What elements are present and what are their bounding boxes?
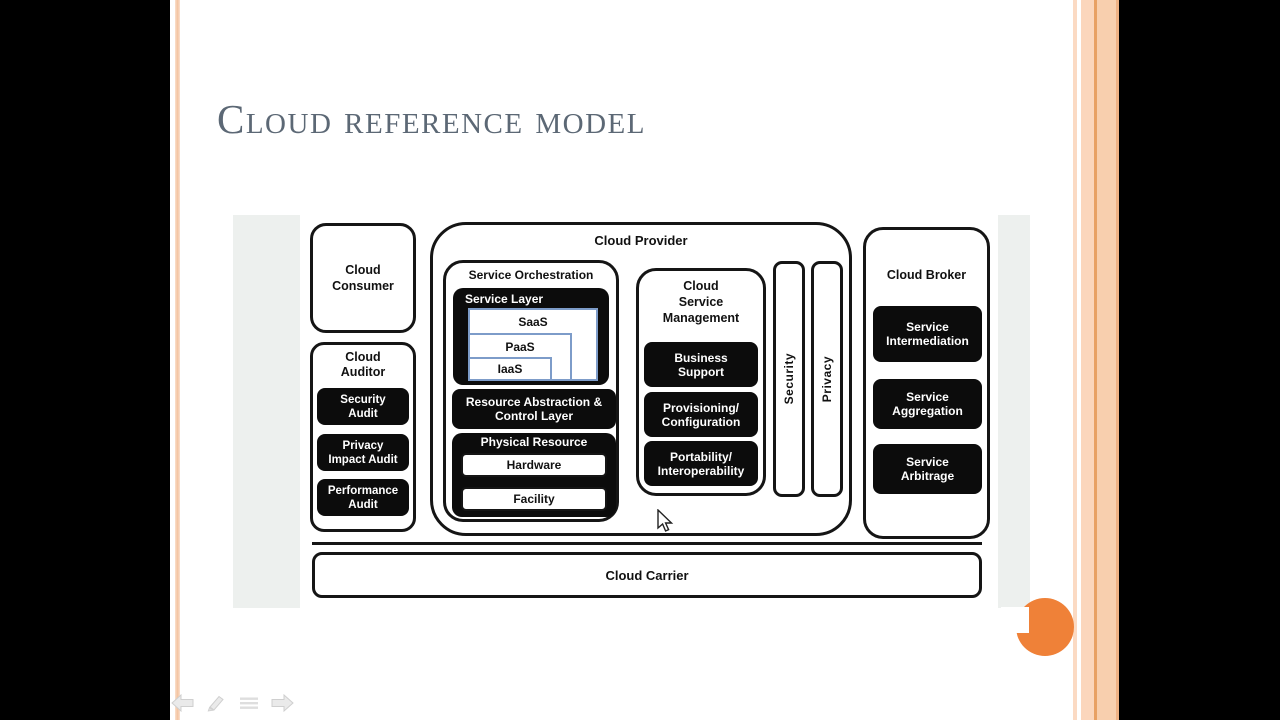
previous-slide-icon[interactable]: [170, 692, 195, 714]
cloud-provider-box: Cloud Provider Service Orchestration Ser…: [430, 222, 852, 536]
theme-stripe-left: [175, 0, 180, 720]
cloud-broker-label: Cloud Broker: [886, 268, 967, 282]
theme-stripe-right-3: [1094, 0, 1097, 720]
cloud-auditor-box: Cloud Auditor Security Audit Privacy Imp…: [310, 342, 416, 532]
cloud-consumer-box: Cloud Consumer: [310, 223, 416, 333]
cloud-carrier-label: Cloud Carrier: [605, 567, 689, 583]
mouse-cursor: [657, 509, 674, 532]
theme-stripe-right-1: [1073, 0, 1077, 720]
service-arbitrage-box: Service Arbitrage: [873, 444, 982, 494]
cloud-service-management-box: Cloud Service Management Business Suppor…: [636, 268, 766, 496]
pen-icon[interactable]: [203, 692, 228, 714]
privacy-bar: Privacy: [811, 261, 843, 497]
iaas-label: IaaS: [497, 362, 523, 376]
iaas-tier-box: IaaS: [468, 357, 552, 381]
security-bar: Security: [773, 261, 805, 497]
service-layer-label: Service Layer: [465, 292, 544, 306]
cloud-broker-box: Cloud Broker Service Intermediation Serv…: [863, 227, 990, 539]
cloud-provider-label: Cloud Provider: [594, 233, 688, 248]
provisioning-configuration-box: Provisioning/ Configuration: [644, 392, 758, 437]
cloud-consumer-label: Cloud Consumer: [332, 263, 394, 293]
service-aggregation-box: Service Aggregation: [873, 379, 982, 429]
service-orchestration-box: Service Orchestration Service Layer SaaS…: [443, 260, 619, 522]
cloud-reference-diagram: Cloud Consumer Cloud Auditor Security Au…: [233, 215, 1030, 608]
cloud-carrier-box: Cloud Carrier: [312, 552, 982, 598]
letterbox-left: [0, 0, 170, 720]
next-slide-icon[interactable]: [269, 692, 294, 714]
service-orchestration-label: Service Orchestration: [468, 268, 594, 282]
privacy-bar-label: Privacy: [820, 355, 834, 403]
theme-stripe-right-5: [1116, 0, 1119, 720]
physical-resource-box: Physical Resource Hardware Facility: [452, 433, 616, 517]
hardware-box: Hardware: [461, 453, 607, 477]
theme-stripe-right-2: [1081, 0, 1094, 720]
security-bar-label: Security: [782, 353, 796, 405]
letterbox-right: [1119, 0, 1280, 720]
saas-label: SaaS: [518, 314, 548, 329]
service-intermediation-box: Service Intermediation: [873, 306, 982, 362]
portability-interoperability-box: Portability/ Interoperability: [644, 441, 758, 486]
security-audit-box: Security Audit: [317, 388, 409, 425]
paas-label: PaaS: [505, 339, 535, 354]
service-layer-box: Service Layer SaaS PaaS IaaS: [453, 288, 609, 385]
theme-stripe-right-4: [1097, 0, 1116, 720]
physical-resource-label: Physical Resource: [480, 435, 588, 449]
performance-audit-box: Performance Audit: [317, 479, 409, 516]
cloud-service-management-label: Cloud Service Management: [662, 279, 740, 325]
diagram-gray-band-left: [233, 215, 300, 608]
theme-orange-circle-notch: [1001, 607, 1029, 633]
privacy-impact-audit-box: Privacy Impact Audit: [317, 434, 409, 471]
resource-abstraction-box: Resource Abstraction & Control Layer: [452, 389, 616, 429]
slideshow-controls: [170, 690, 300, 716]
slide-menu-icon[interactable]: [236, 692, 261, 714]
slide-title: Cloud reference model: [217, 96, 646, 142]
facility-box: Facility: [461, 487, 607, 511]
provider-row-underline: [312, 542, 982, 545]
diagram-gray-band-right: [998, 215, 1030, 608]
business-support-box: Business Support: [644, 342, 758, 387]
cloud-auditor-label: Cloud Auditor: [340, 350, 386, 379]
